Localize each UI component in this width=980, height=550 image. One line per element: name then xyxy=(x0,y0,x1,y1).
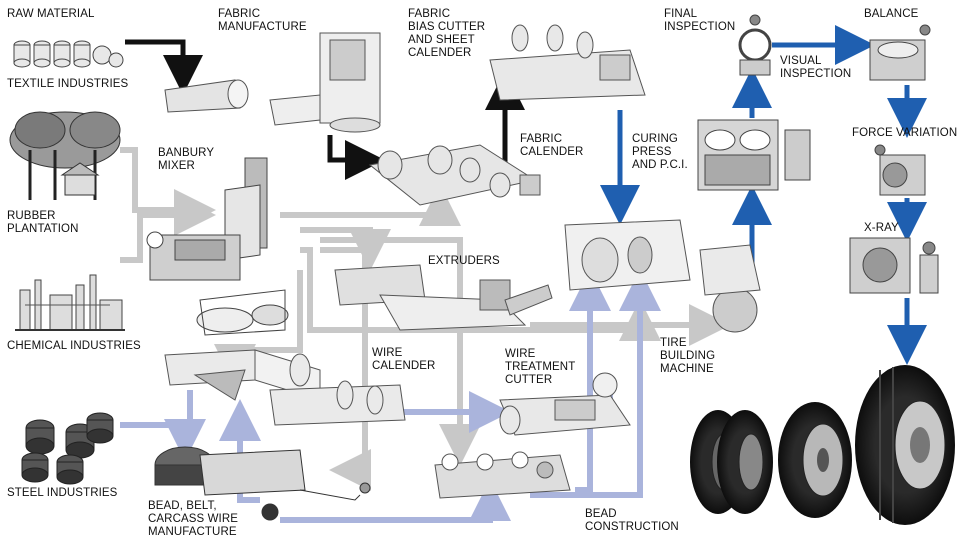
black-flow-arrows xyxy=(125,39,525,180)
banbury-mixer-illustration xyxy=(146,157,289,336)
label-x-ray: X-RAY xyxy=(864,222,899,234)
truck-tire xyxy=(855,365,955,525)
bead-construction-illustration xyxy=(434,451,571,499)
label-chemical-industries: CHEMICAL INDUSTRIES xyxy=(7,340,141,352)
label-banbury-mixer: BANBURY MIXER xyxy=(158,147,215,172)
label-bead-construction: BEAD CONSTRUCTION xyxy=(585,508,679,533)
wire-treatment-cutter-illustration xyxy=(499,372,631,436)
final-inspection-illustration xyxy=(738,14,772,76)
label-force-variation: FORCE VARIATION xyxy=(852,127,958,139)
force-variation-illustration xyxy=(874,144,926,196)
bead-belt-carcass-illustration xyxy=(154,446,371,521)
extruders-illustration xyxy=(334,264,553,331)
steel-industries-illustration xyxy=(21,412,114,485)
chemical-industries-illustration xyxy=(15,274,125,331)
label-bead-belt-carcass: BEAD, BELT, CARCASS WIRE MANUFACTURE xyxy=(148,500,239,538)
balance-illustration xyxy=(869,24,931,81)
car-tire xyxy=(778,402,852,518)
label-tire-building-machine: TIRE BUILDING MACHINE xyxy=(660,337,716,375)
label-wire-treatment-cutter: WIRE TREATMENT CUTTER xyxy=(505,348,576,386)
label-fabric-calender: FABRIC CALENDER xyxy=(520,133,584,158)
rubber-plantation-illustration xyxy=(9,111,121,200)
label-visual-inspection: VISUAL INSPECTION xyxy=(780,55,852,80)
motorcycle-tires xyxy=(690,410,773,514)
label-steel-industries: STEEL INDUSTRIES xyxy=(7,487,118,499)
fabric-calender-illustration xyxy=(368,144,541,206)
label-fabric-bias-cutter: FABRIC BIAS CUTTER AND SHEET CALENDER xyxy=(408,8,486,59)
x-ray-illustration xyxy=(849,237,939,294)
label-rubber-plantation: RUBBER PLANTATION xyxy=(7,210,79,235)
grey-flow-arrows xyxy=(120,147,731,491)
textile-illustration xyxy=(13,40,124,68)
label-curing-press: CURING PRESS AND P.C.I. xyxy=(632,133,688,171)
label-raw-material: RAW MATERIAL xyxy=(7,8,95,20)
label-extruders: EXTRUDERS xyxy=(428,255,500,267)
blue-flow-arrows xyxy=(600,25,927,365)
label-textile-industries: TEXTILE INDUSTRIES xyxy=(7,78,129,90)
tire-building-machine-illustration xyxy=(564,219,761,333)
label-balance: BALANCE xyxy=(864,8,919,20)
curing-press-illustration xyxy=(697,119,811,191)
fabric-bias-cutter-illustration xyxy=(489,24,646,101)
fabric-manufacture-illustration xyxy=(164,32,381,133)
label-fabric-manufacture: FABRIC MANUFACTURE xyxy=(218,8,307,33)
label-wire-calender: WIRE CALENDER xyxy=(372,347,436,372)
label-final-inspection: FINAL INSPECTION xyxy=(664,8,736,33)
wire-calender-illustration xyxy=(164,349,406,426)
